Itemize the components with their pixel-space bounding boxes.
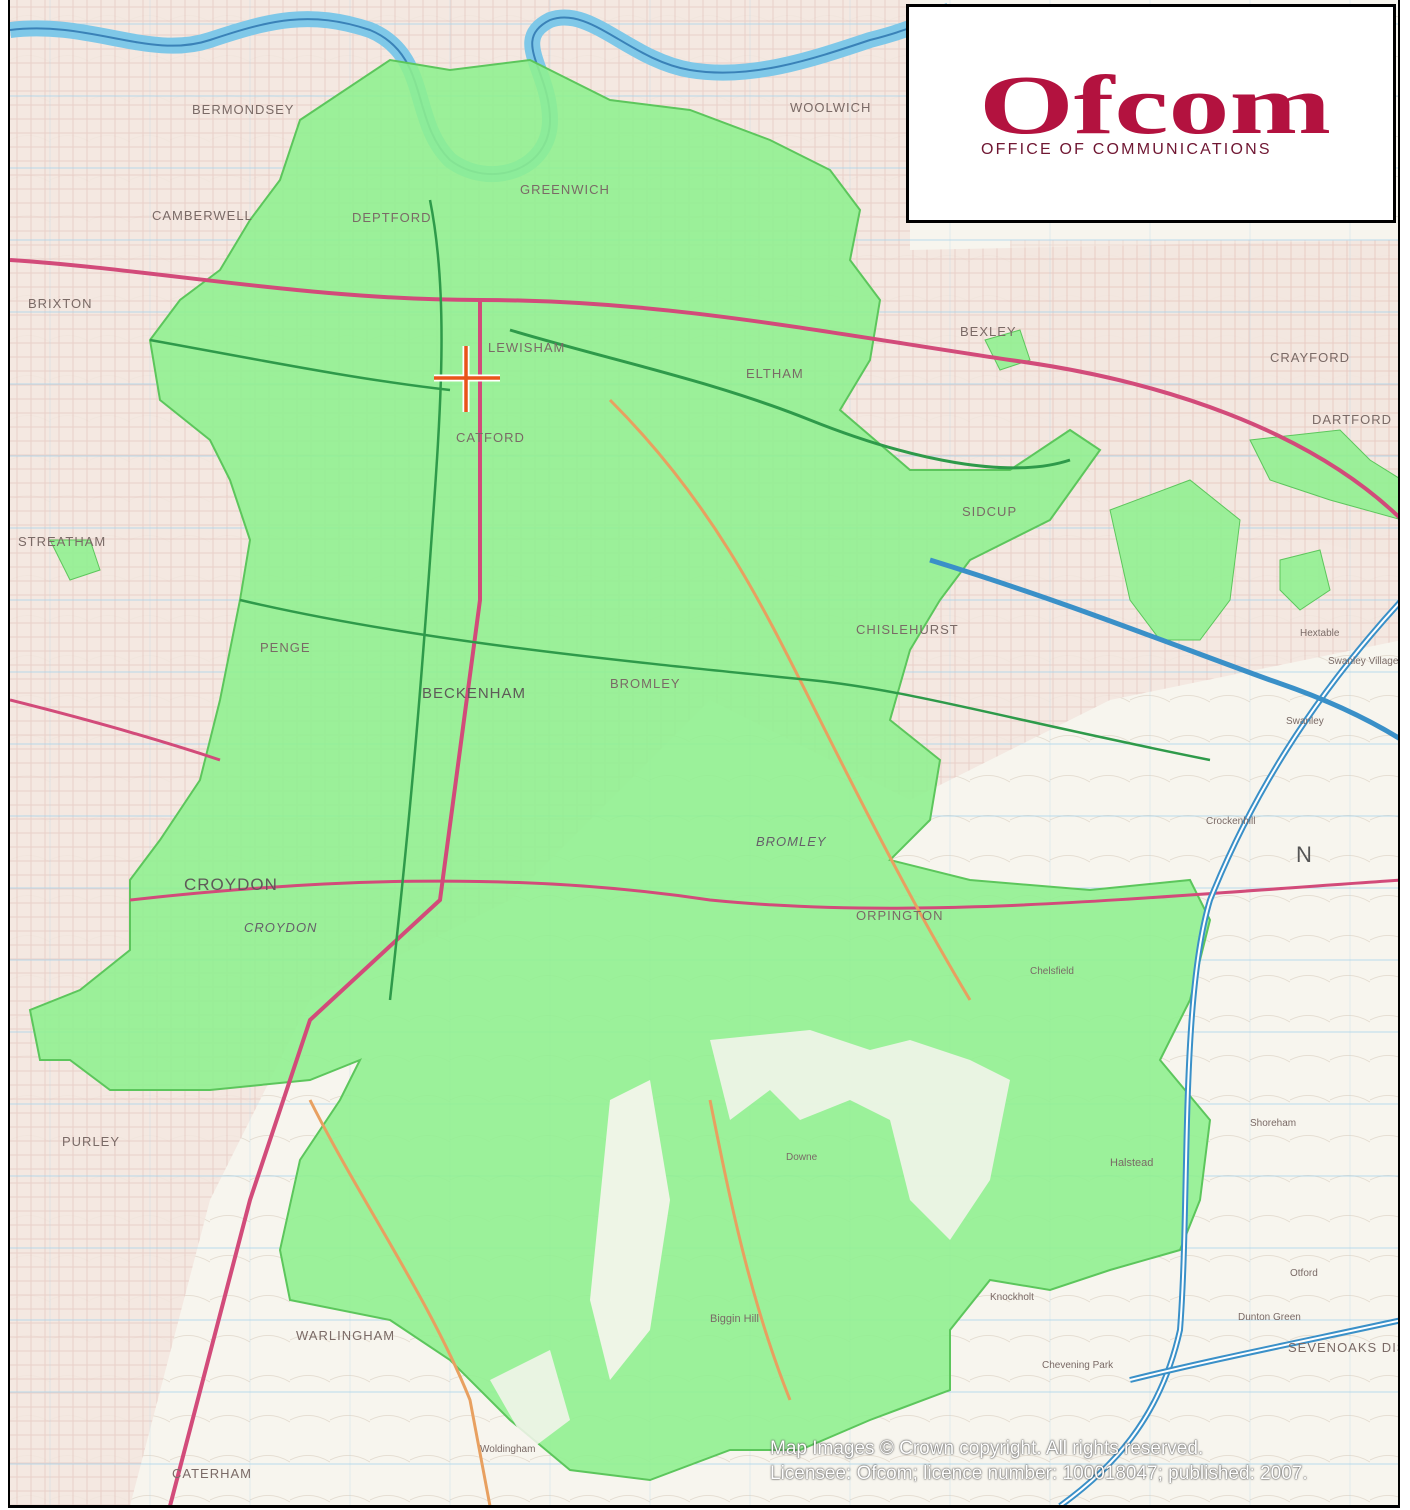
place-label: Chelsfield [1030, 966, 1074, 977]
grid-letter: N [1296, 842, 1312, 867]
place-label: CATFORD [456, 430, 525, 445]
place-label: DARTFORD [1312, 412, 1392, 427]
place-label: BEXLEY [960, 324, 1017, 339]
ofcom-logo-panel: Ofcom OFFICE OF COMMUNICATIONS [906, 4, 1396, 223]
place-label: LEWISHAM [488, 340, 565, 355]
coverage-map: BERMONDSEY WOOLWICH GREENWICH CAMBERWELL… [8, 0, 1400, 1506]
coverage-gap [490, 1350, 570, 1450]
place-label: SEVENOAKS DISTR [1288, 1340, 1400, 1355]
map-canvas: BERMONDSEY WOOLWICH GREENWICH CAMBERWELL… [10, 0, 1400, 1506]
district-label: CROYDON [244, 920, 317, 935]
copyright-notice: Map Images © Crown copyright. All rights… [770, 1436, 1308, 1486]
coverage-patch [1279, 549, 1331, 611]
place-label: CHISLEHURST [856, 622, 959, 637]
place-label: ORPINGTON [856, 908, 944, 923]
place-label: WARLINGHAM [296, 1328, 395, 1343]
copyright-line-2: Licensee: Ofcom; licence number: 1000180… [770, 1463, 1308, 1484]
road-network [10, 199, 1398, 1506]
ofcom-wordmark-text: Ofcom [979, 63, 1331, 143]
ofcom-wordmark: Ofcom [979, 63, 1331, 143]
place-label: Dunton Green [1238, 1312, 1301, 1323]
place-label: GREENWICH [520, 182, 610, 197]
place-label: DEPTFORD [352, 210, 432, 225]
district-label: BROMLEY [756, 834, 827, 849]
copyright-line-1: Map Images © Crown copyright. All rights… [770, 1438, 1204, 1459]
place-label: Chevening Park [1042, 1360, 1114, 1371]
place-label: BROMLEY [610, 676, 681, 691]
coverage-patch [1249, 429, 1398, 520]
place-label: CATERHAM [172, 1466, 252, 1481]
place-label: SIDCUP [962, 504, 1017, 519]
place-label: Woldingham [480, 1444, 535, 1455]
place-label: CROYDON [184, 875, 278, 894]
transmitter-cross-icon [434, 346, 500, 412]
coverage-patch [1109, 479, 1241, 641]
place-label: Otford [1290, 1268, 1318, 1279]
place-label: Swanley [1286, 716, 1324, 727]
coverage-patch [49, 539, 101, 581]
place-label: BECKENHAM [422, 685, 526, 702]
place-label: PURLEY [62, 1134, 120, 1149]
place-label: CAMBERWELL [152, 208, 253, 223]
place-label: PENGE [260, 640, 311, 655]
place-label: Halstead [1110, 1157, 1153, 1169]
place-label: STREATHAM [18, 534, 106, 549]
place-label: BRIXTON [28, 296, 93, 311]
place-label: CRAYFORD [1270, 350, 1350, 365]
place-label: WOOLWICH [790, 100, 871, 115]
place-label: ELTHAM [746, 366, 804, 381]
place-label: Hextable [1300, 628, 1340, 639]
place-label: Downe [786, 1152, 818, 1163]
map-bottom-border [8, 1505, 1400, 1508]
place-labels: BERMONDSEY WOOLWICH GREENWICH CAMBERWELL… [18, 100, 1400, 1481]
place-label: Biggin Hill [710, 1313, 759, 1325]
coverage-gap [710, 1030, 1010, 1240]
place-label: Crockenhill [1206, 816, 1255, 827]
place-label: BERMONDSEY [192, 102, 294, 117]
place-label: Shoreham [1250, 1118, 1296, 1129]
coverage-gap [590, 1080, 670, 1380]
ofcom-subtitle: OFFICE OF COMMUNICATIONS [981, 141, 1272, 158]
place-label: Swanley Village [1328, 656, 1399, 667]
place-label: Knockholt [990, 1292, 1034, 1303]
